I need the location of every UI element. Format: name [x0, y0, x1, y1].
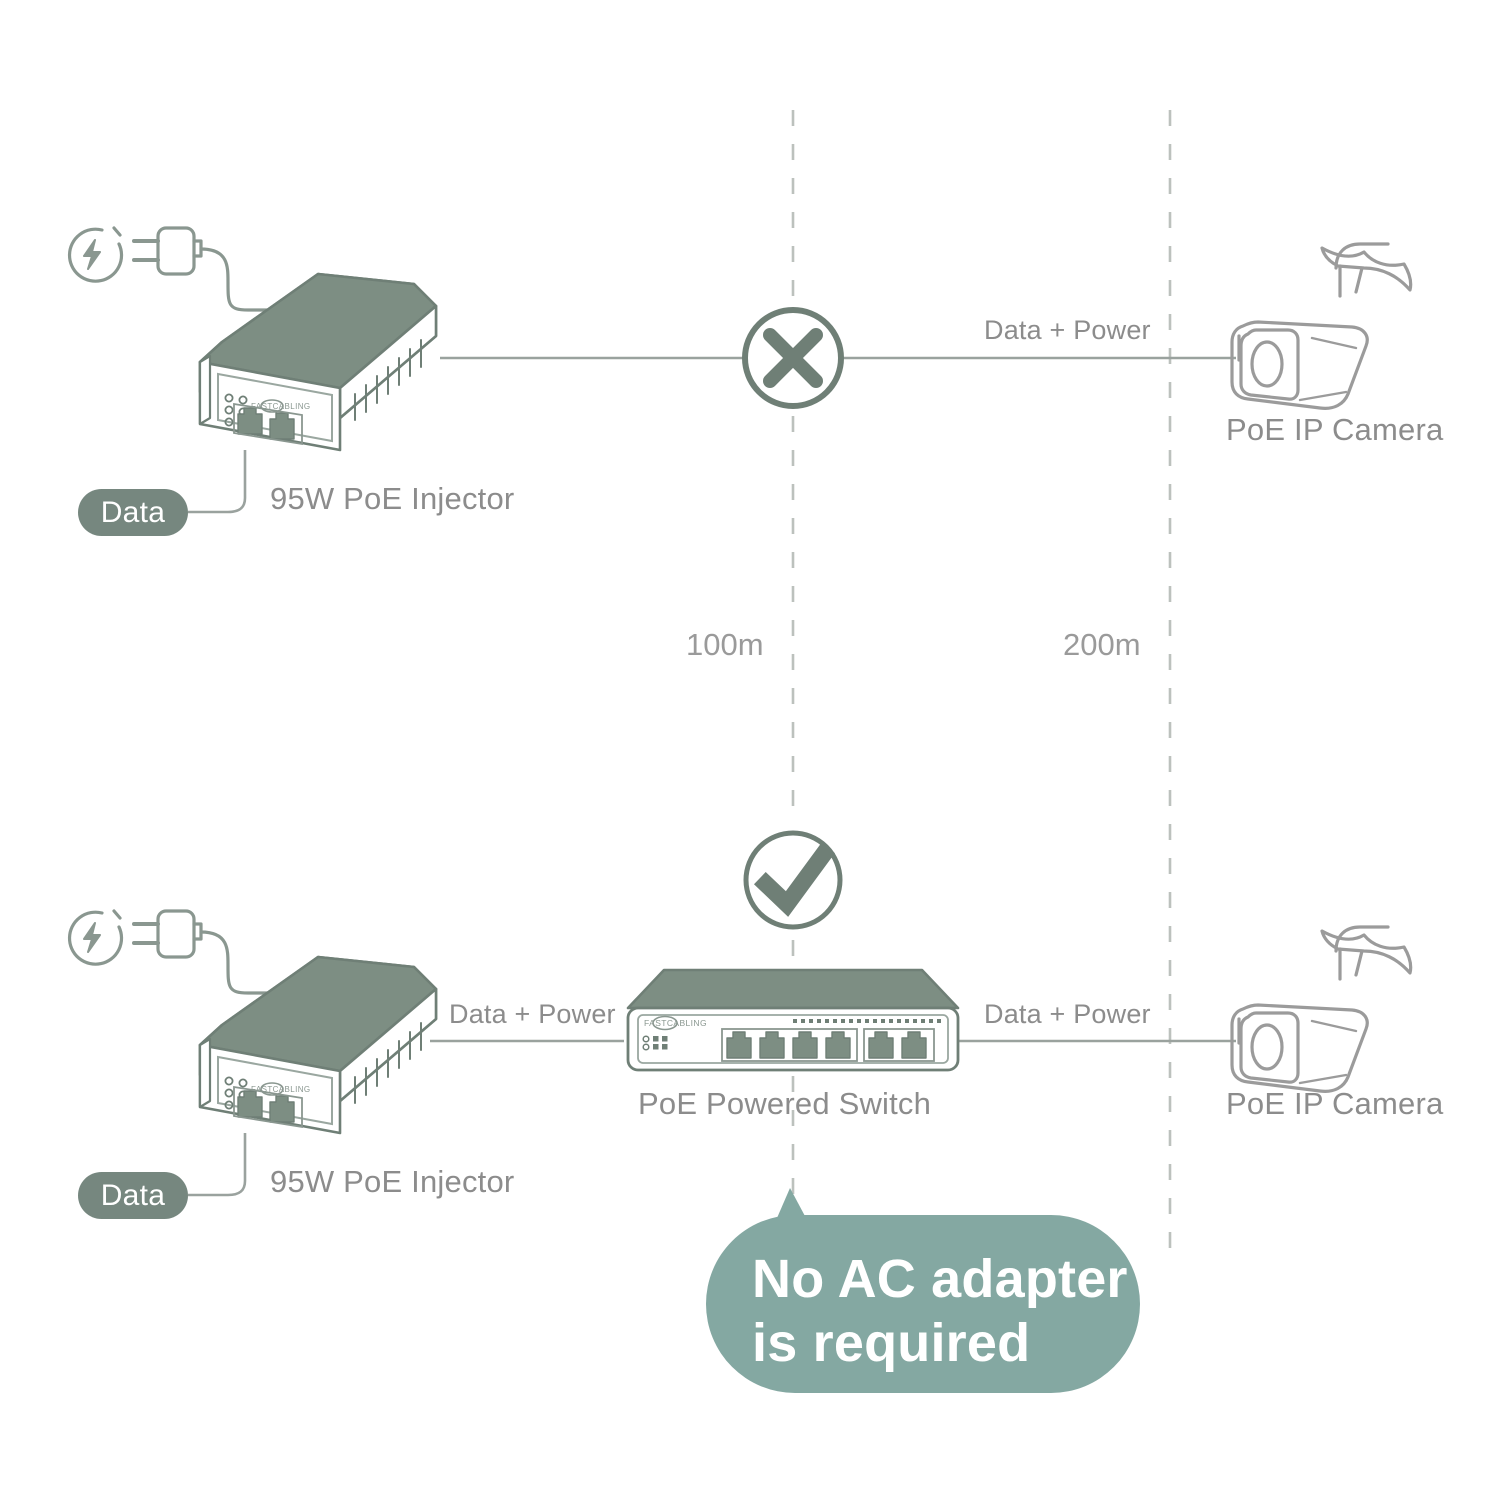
poe-ip-camera-top: [1230, 242, 1413, 410]
switch-led-indicators: [642, 1035, 668, 1051]
link-label-bottom-left-data-power: Data + Power: [449, 999, 616, 1029]
poe-injector-bottom: FASTCABLING: [198, 955, 438, 1135]
injector-brand-logo-bottom: FASTCABLING: [251, 1082, 311, 1096]
svg-text:FASTCABLING: FASTCABLING: [644, 1018, 707, 1028]
switch-vent-strip: [793, 1019, 941, 1023]
injector-label-top: 95W PoE Injector: [270, 481, 515, 516]
distance-marker-200m: 200m: [1063, 627, 1141, 662]
check-icon: [743, 830, 843, 930]
callout-bubble: [706, 1188, 1140, 1393]
switch-brand-logo: FASTCABLING: [644, 1015, 707, 1031]
callout-line-1: No AC adapter: [752, 1249, 1128, 1309]
svg-text:FASTCABLING: FASTCABLING: [251, 402, 311, 411]
power-plug-icon-bottom: [67, 909, 300, 995]
cross-icon: [742, 307, 844, 409]
data-cable-bottom: [188, 1133, 247, 1197]
power-plug-icon-top: [67, 226, 300, 312]
injector-label-bottom: 95W PoE Injector: [270, 1164, 515, 1199]
svg-text:FASTCABLING: FASTCABLING: [251, 1085, 311, 1094]
injector-brand-logo: FASTCABLING: [251, 399, 311, 413]
link-label-top-data-power: Data + Power: [984, 315, 1151, 345]
data-badge-bottom: Data: [78, 1172, 188, 1219]
data-cable-top: [188, 450, 247, 514]
data-badge-top: Data: [78, 489, 188, 536]
link-label-bottom-right-data-power: Data + Power: [984, 999, 1151, 1029]
poe-injector-top: FASTCABLING: [198, 272, 438, 452]
camera-label-bottom: PoE IP Camera: [1226, 1086, 1444, 1121]
callout-line-2: is required: [752, 1313, 1031, 1373]
camera-label-top: PoE IP Camera: [1226, 412, 1444, 447]
poe-powered-switch: FASTCABLING: [626, 968, 960, 1072]
switch-label: PoE Powered Switch: [638, 1086, 932, 1121]
poe-ip-camera-bottom: [1230, 925, 1413, 1093]
distance-marker-100m: 100m: [686, 627, 764, 662]
